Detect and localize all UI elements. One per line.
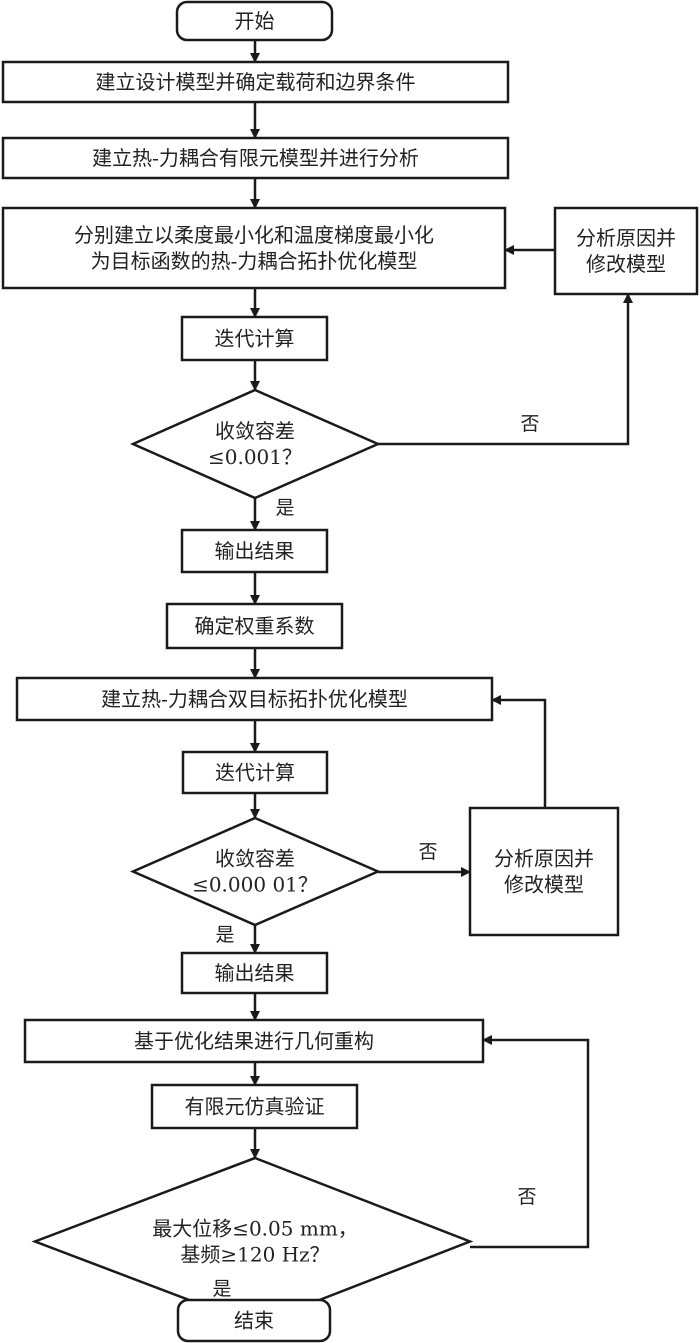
process-box bbox=[165, 602, 344, 650]
no-label: 否 bbox=[520, 413, 539, 435]
process-box bbox=[180, 951, 329, 995]
edge-check-requirements-to-geometry-rebuild bbox=[470, 1035, 590, 1249]
node-label: 分析原因并 bbox=[494, 847, 594, 871]
node-fe-verify: 有限元仿真验证 bbox=[150, 1083, 359, 1130]
node-label: 建立设计模型并确定载荷和边界条件 bbox=[96, 70, 416, 94]
node-output-1: 输出结果 bbox=[180, 528, 329, 574]
node-geometry-rebuild: 基于优化结果进行几何重构 bbox=[23, 1018, 485, 1064]
node-label: 有限元仿真验证 bbox=[185, 1095, 325, 1119]
node-label: 收敛容差 bbox=[215, 419, 295, 443]
node-build-dual-obj-model: 建立热-力耦合双目标拓扑优化模型 bbox=[15, 676, 494, 722]
process-box bbox=[468, 806, 620, 937]
process-box bbox=[553, 206, 699, 296]
node-label: 输出结果 bbox=[215, 539, 295, 563]
node-converge-2: 收敛容差≤0.000 01？ bbox=[129, 816, 382, 927]
edge-converge-1-to-revise-model-1 bbox=[378, 293, 633, 446]
node-label: ≤0.000 01？ bbox=[192, 873, 318, 897]
edges bbox=[250, 40, 633, 1325]
node-output-2: 输出结果 bbox=[180, 951, 329, 995]
yes-label: 是 bbox=[212, 1278, 231, 1300]
node-label: 分别建立以柔度最小化和温度梯度最小化 bbox=[74, 223, 434, 247]
node-end: 结束 bbox=[176, 1298, 332, 1343]
node-check-requirements: 最大位移≤0.05 mm，基频≥120 Hz？ bbox=[31, 1156, 474, 1327]
node-label: 建立热-力耦合双目标拓扑优化模型 bbox=[101, 687, 408, 711]
process-box bbox=[1, 136, 510, 180]
node-label: 迭代计算 bbox=[215, 761, 295, 785]
node-label: 开始 bbox=[235, 9, 275, 33]
no-label: 否 bbox=[517, 1186, 536, 1208]
process-box bbox=[150, 1083, 359, 1130]
node-label: 修改模型 bbox=[504, 873, 584, 897]
process-box bbox=[15, 676, 494, 722]
node-label: 为目标函数的热-力耦合拓扑优化模型 bbox=[91, 249, 418, 273]
node-label: 最大位移≤0.05 mm， bbox=[152, 1217, 358, 1241]
node-label: 分析原因并 bbox=[576, 226, 676, 250]
process-box bbox=[180, 528, 329, 574]
decision-diamond bbox=[129, 388, 382, 500]
node-label: ≤0.001？ bbox=[208, 445, 302, 469]
node-start: 开始 bbox=[175, 0, 334, 42]
node-iterate-2: 迭代计算 bbox=[181, 750, 329, 795]
terminal-box bbox=[175, 0, 334, 42]
terminal-box bbox=[176, 1298, 332, 1343]
node-converge-1: 收敛容差≤0.001？ bbox=[129, 388, 382, 500]
node-build-fe-model: 建立热-力耦合有限元模型并进行分析 bbox=[1, 136, 510, 180]
node-label: 确定权重系数 bbox=[195, 614, 315, 638]
node-label: 基频≥120 Hz？ bbox=[180, 1243, 329, 1267]
process-box bbox=[23, 1018, 485, 1064]
node-label: 输出结果 bbox=[215, 961, 295, 985]
node-label: 修改模型 bbox=[586, 252, 666, 276]
node-iterate-1: 迭代计算 bbox=[180, 315, 329, 362]
no-label: 否 bbox=[418, 841, 437, 863]
edge-revise-model-2-to-build-dual-obj-model bbox=[491, 695, 547, 808]
node-label: 建立热-力耦合有限元模型并进行分析 bbox=[92, 146, 419, 170]
decision-diamond bbox=[129, 816, 382, 927]
node-weights: 确定权重系数 bbox=[165, 602, 344, 650]
process-box bbox=[181, 750, 329, 795]
process-box bbox=[180, 315, 329, 362]
node-build-design-model: 建立设计模型并确定载荷和边界条件 bbox=[1, 60, 510, 104]
node-label: 收敛容差 bbox=[215, 847, 295, 871]
yes-label: 是 bbox=[275, 497, 294, 519]
process-box bbox=[1, 60, 510, 104]
node-label: 结束 bbox=[234, 1309, 274, 1333]
node-label: 迭代计算 bbox=[215, 327, 295, 351]
yes-label: 是 bbox=[215, 924, 234, 946]
node-label: 基于优化结果进行几何重构 bbox=[134, 1029, 374, 1053]
process-box bbox=[1, 206, 507, 290]
